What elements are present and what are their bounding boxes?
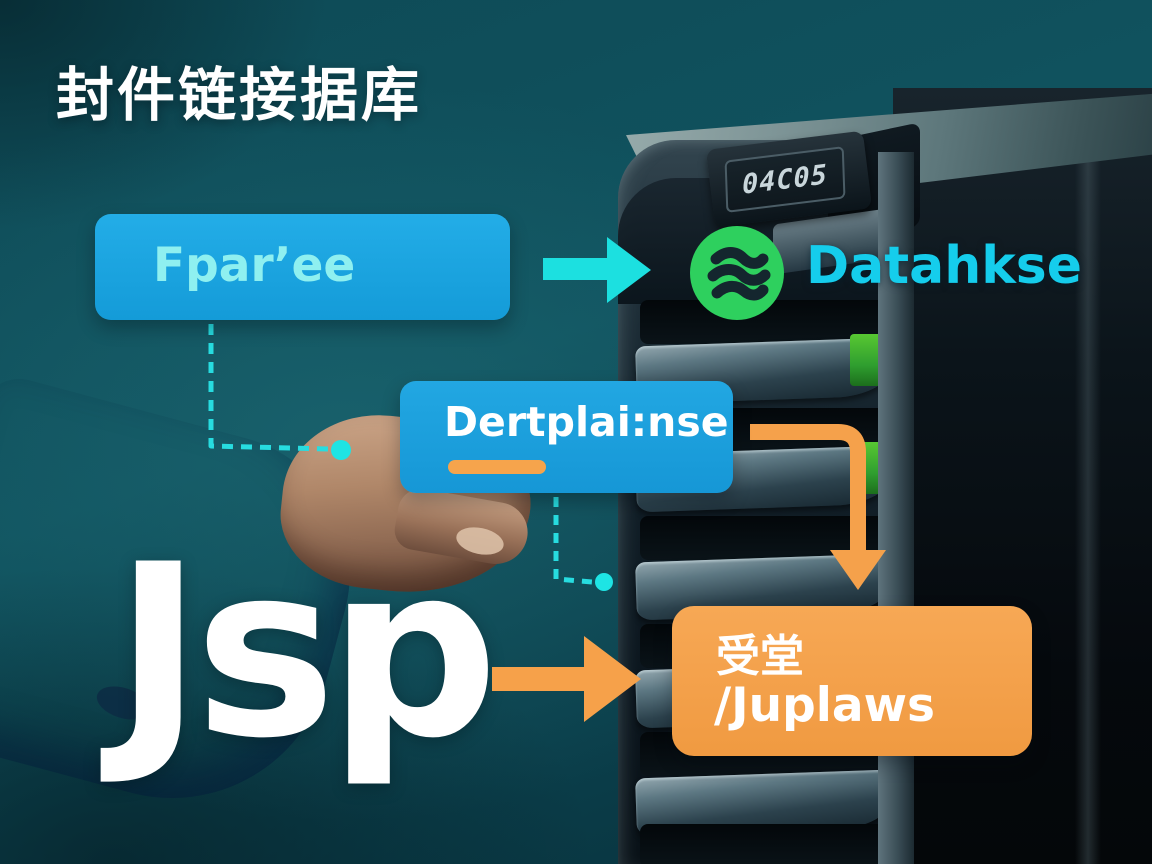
server-display-screen: 04C05 <box>724 146 846 213</box>
middleware-box: Dertplai:nse <box>400 381 733 493</box>
page-title: 封件链接据库 <box>56 61 423 129</box>
server-side-edge-highlight <box>1075 150 1101 864</box>
source-box-label: Fparʼee <box>153 238 356 293</box>
server-drive-bay <box>640 824 886 864</box>
source-box: Fparʼee <box>95 214 510 320</box>
result-box: 受堂 /Juplaws <box>672 606 1032 756</box>
dashed-connector-middleware <box>553 497 593 585</box>
jsp-label: Jsp <box>114 514 499 791</box>
database-icon <box>690 226 784 320</box>
connector-dot <box>595 573 613 591</box>
dashed-connector-source <box>208 324 329 452</box>
bay-slot <box>640 516 886 560</box>
middleware-box-label: Dertplai:nse <box>444 398 729 446</box>
result-box-line2: /Juplaws <box>714 678 935 733</box>
bay-slot <box>640 824 886 864</box>
database-label: Datahkse <box>806 236 1083 296</box>
result-box-line1: 受堂 <box>716 631 804 682</box>
middleware-underline-bar <box>448 460 546 474</box>
server-display-digits: 04C05 <box>741 158 829 201</box>
